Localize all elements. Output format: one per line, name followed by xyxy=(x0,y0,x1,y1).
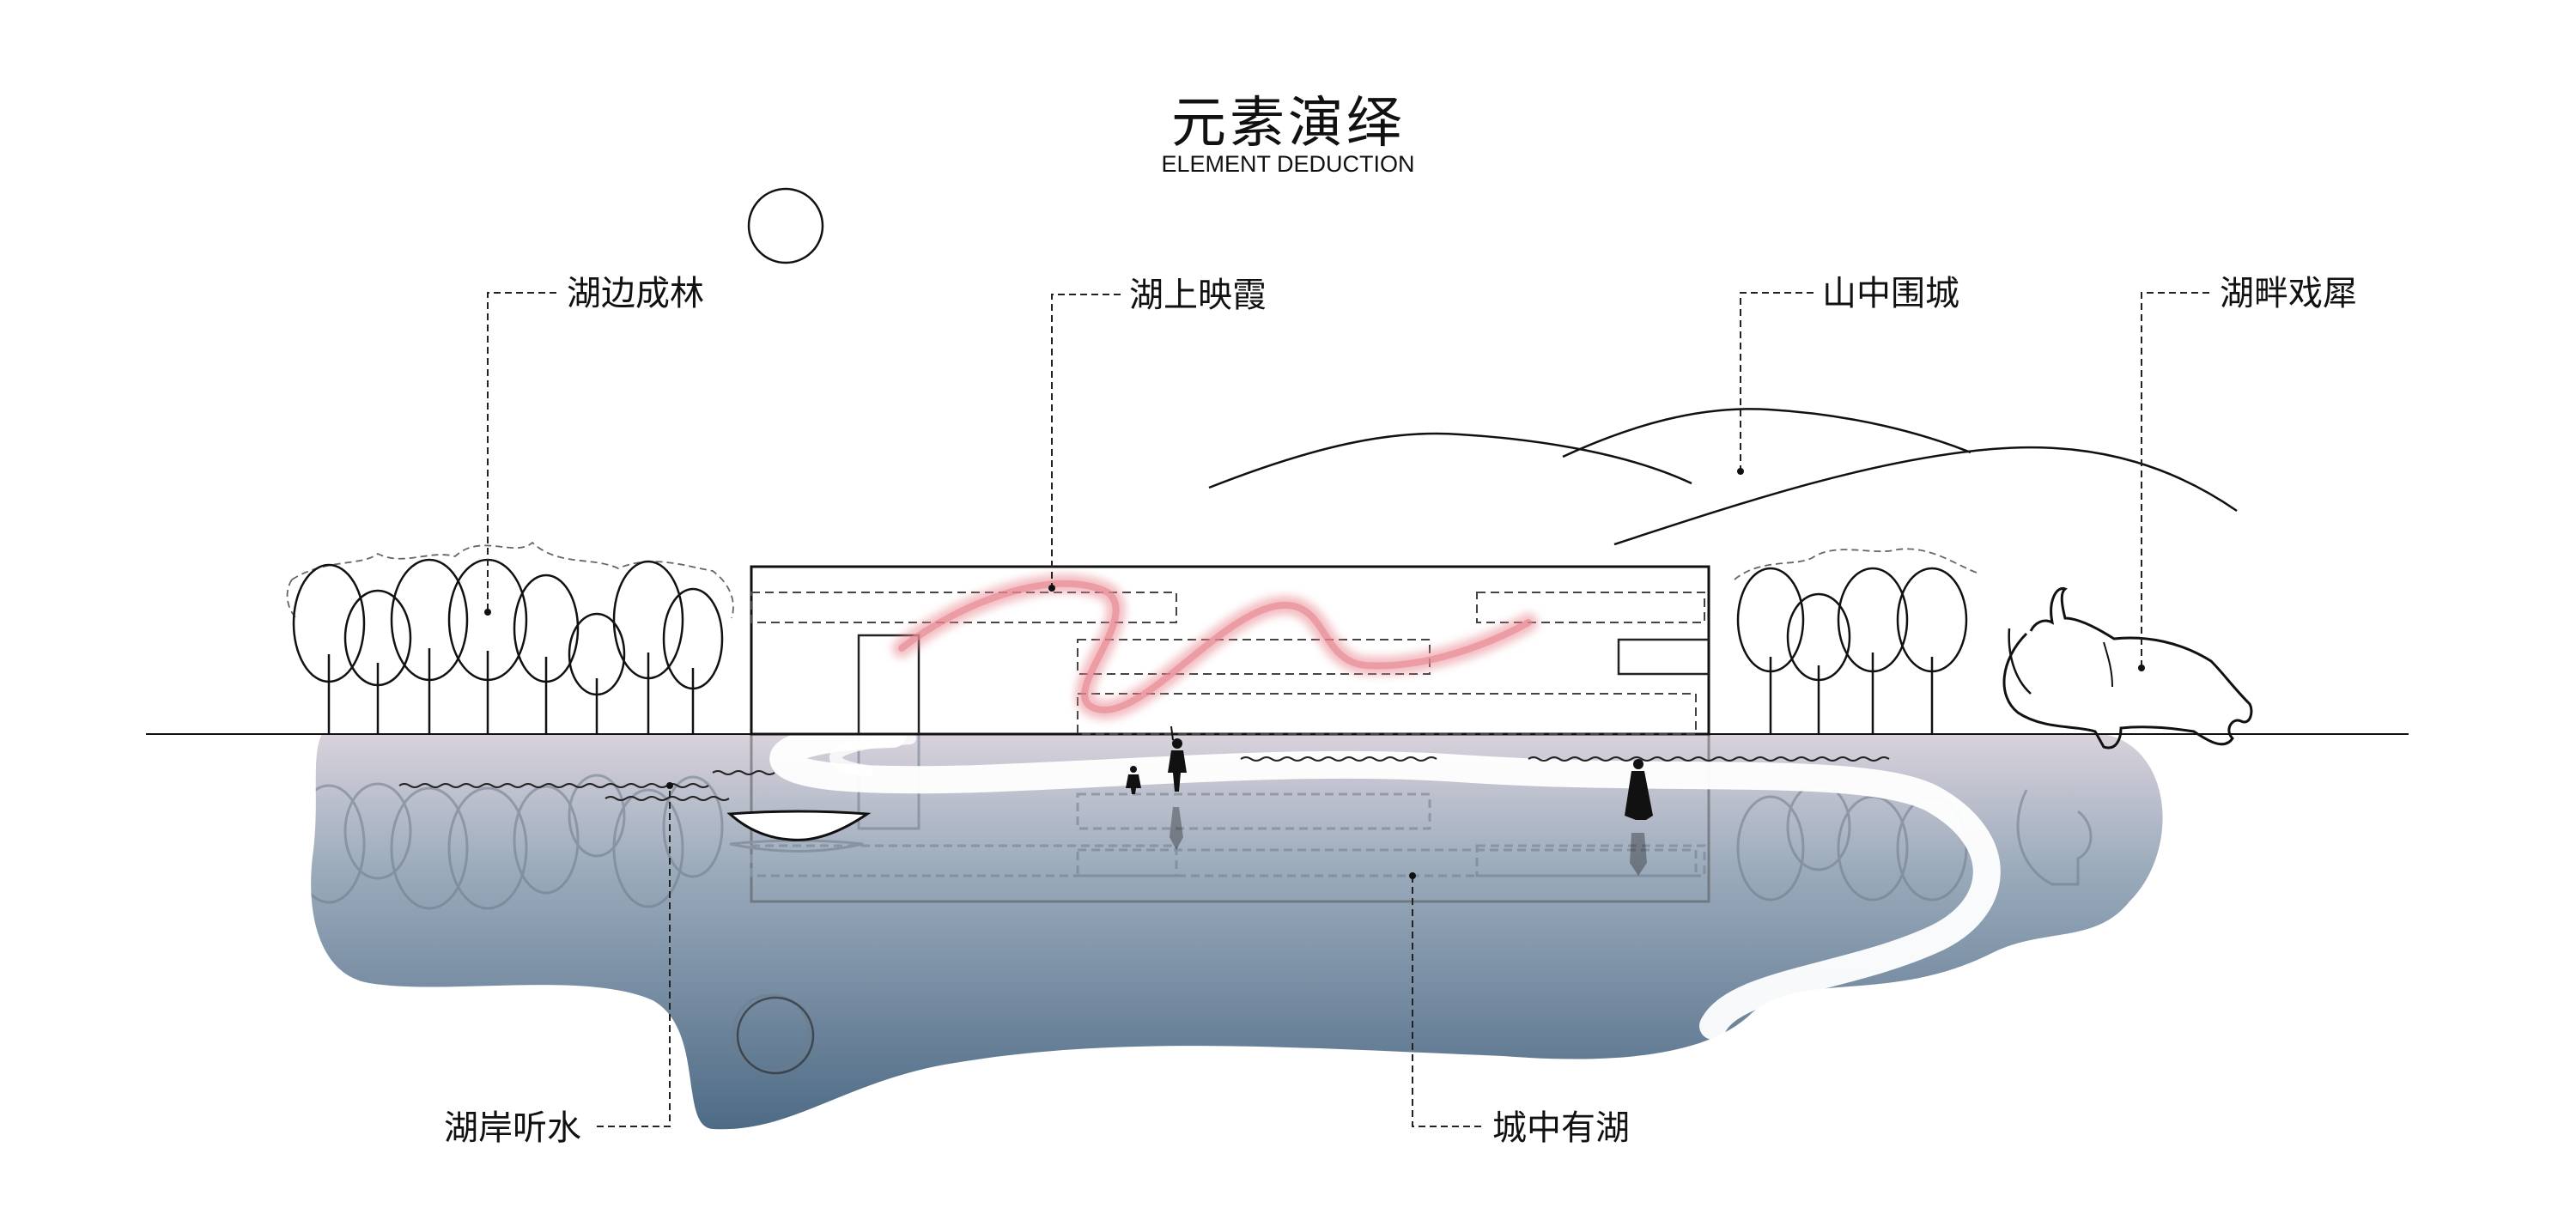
callout-mountains: 山中围城 xyxy=(1822,274,1959,313)
leader-lines xyxy=(487,292,2209,1127)
callout-theater: 湖畔戏犀 xyxy=(2220,274,2357,313)
water-circle xyxy=(736,996,815,1075)
sun-circle xyxy=(747,187,824,264)
rhino-pavilion xyxy=(2002,587,2253,750)
diagram-subtitle: ELEMENT DEDUCTION xyxy=(1161,151,1415,177)
figures xyxy=(1126,725,1653,820)
callout-trees: 湖边成林 xyxy=(567,274,704,313)
winding-path xyxy=(769,720,2001,1040)
glow-ribbon xyxy=(892,574,1538,719)
mountain-lines xyxy=(1208,408,2238,546)
leader-dots xyxy=(484,468,2145,879)
figure-reflections xyxy=(1170,807,1647,876)
callout-shore: 湖岸听水 xyxy=(444,1108,581,1148)
callout-glow: 湖上映霞 xyxy=(1129,276,1267,315)
boat xyxy=(726,810,872,841)
building-elevation xyxy=(750,565,1710,736)
left-tree-grove xyxy=(286,541,734,734)
ripple-lines xyxy=(398,756,1890,801)
diagram-title: 元素演绎 xyxy=(1171,92,1405,155)
right-tree-grove xyxy=(1734,548,1980,734)
callout-lake: 城中有湖 xyxy=(1492,1108,1630,1148)
